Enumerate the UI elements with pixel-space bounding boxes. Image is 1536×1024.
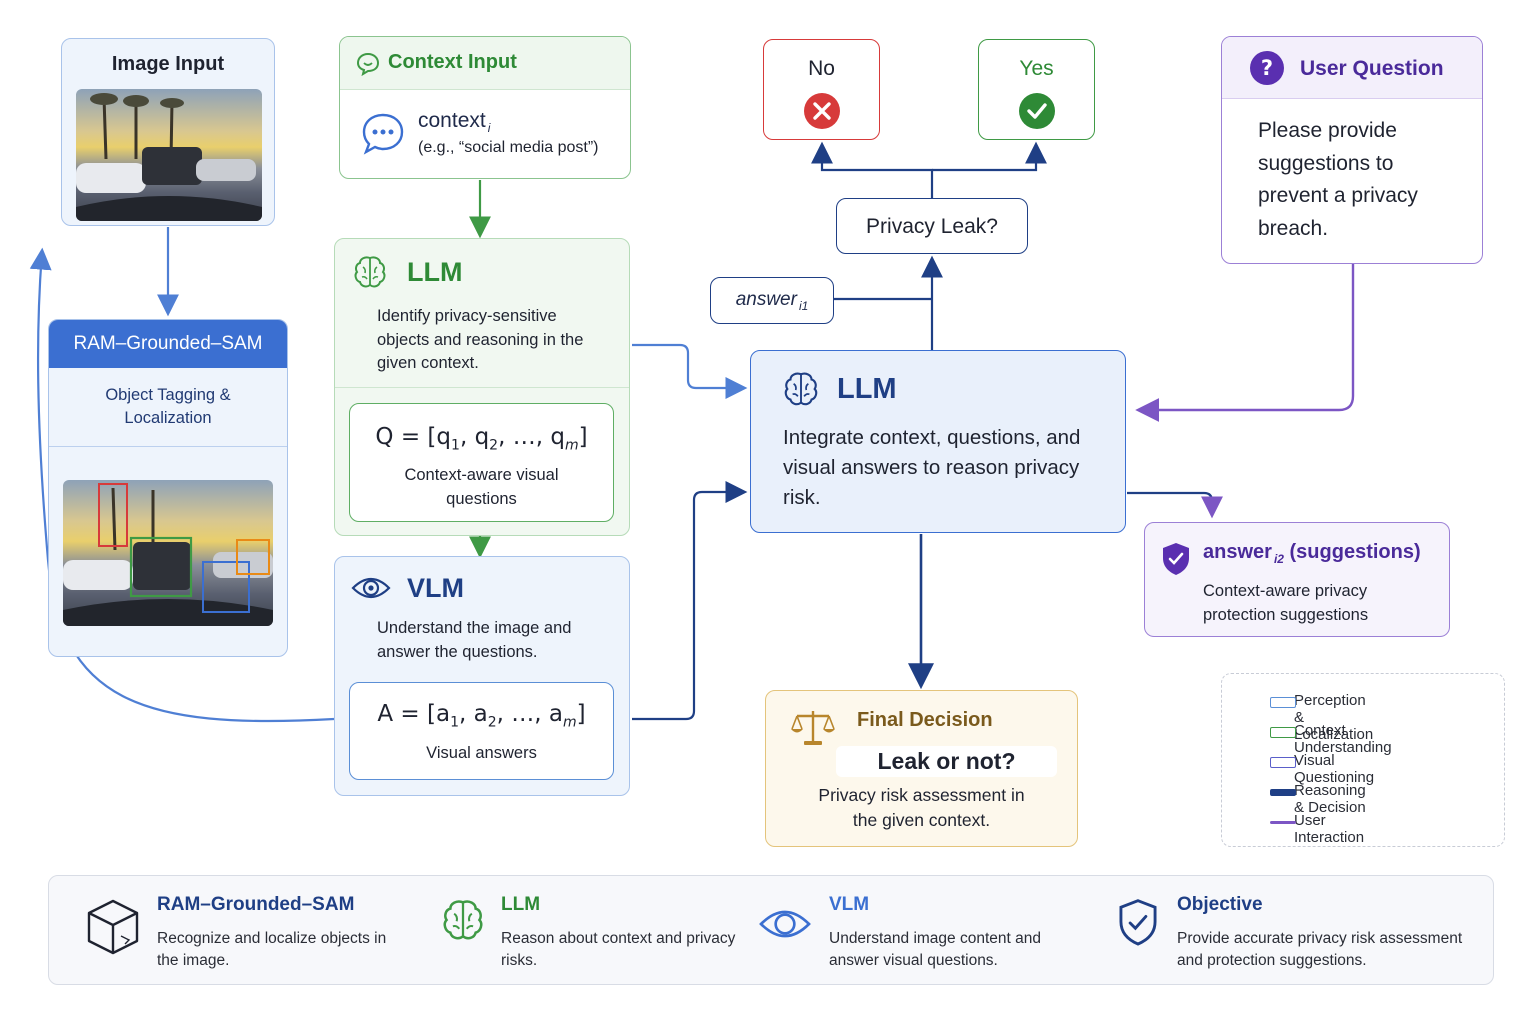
- edge-leak-to-no: [811, 141, 934, 198]
- answers-card: A = [a1, a2, …, am] Visual answers: [349, 682, 614, 780]
- legend-label: Visual Questioning: [1294, 752, 1375, 786]
- llm-reasoning-divider: [335, 387, 629, 388]
- summary-objective-title: Objective: [1177, 894, 1263, 915]
- summary-ram-desc: Recognize and localize objects in the im…: [157, 930, 387, 969]
- context-name: context: [418, 109, 486, 132]
- brain-icon: [784, 372, 818, 406]
- vlm-desc: Understand the image and answer the ques…: [377, 619, 572, 661]
- ram-divider: [49, 446, 287, 447]
- legend-swatch: [1270, 726, 1296, 738]
- llm-integration-desc: Integrate context, questions, and visual…: [783, 426, 1081, 509]
- final-decision-title: Final Decision: [857, 709, 993, 731]
- edge-llm1-to-llm2: [632, 343, 748, 399]
- tagged-photo: [63, 480, 273, 626]
- scales-icon: [791, 711, 835, 745]
- check-icon: [1019, 93, 1055, 129]
- cube-icon: [87, 899, 139, 955]
- ram-header: RAM–Grounded–SAM: [49, 320, 287, 368]
- questions-desc: Context-aware visual questions: [404, 466, 559, 508]
- brain-icon: [354, 256, 386, 288]
- llm-reasoning-title: LLM: [407, 257, 463, 287]
- bbox-blue: [202, 561, 250, 613]
- legend-swatch: [1270, 696, 1296, 708]
- context-input-title: Context Input: [388, 51, 517, 73]
- final-decision-question: Leak or not?: [836, 746, 1057, 777]
- answer2-desc: Context-aware privacy protection suggest…: [1203, 582, 1369, 624]
- legend-item: Context Understanding: [1270, 722, 1392, 756]
- context-subscript: i: [487, 121, 491, 135]
- privacy-leak-label: Privacy Leak?: [866, 215, 998, 238]
- summary-objective-desc: Provide accurate privacy risk assessment…: [1177, 930, 1463, 969]
- edge-user-to-llm2: [1135, 264, 1355, 422]
- questions-formula: Q = [q1, q2, …, qm]: [375, 424, 588, 454]
- legend-label: Perception & Localization: [1294, 692, 1374, 743]
- summary-llm-title: LLM: [501, 894, 541, 915]
- llm-integration-card: LLM Integrate context, questions, and vi…: [750, 350, 1126, 533]
- yes-label: Yes: [1019, 57, 1054, 80]
- component-summary-panel: RAM–Grounded–SAM Recognize and localize …: [48, 875, 1494, 985]
- chat-icon: [356, 52, 380, 77]
- summary-llm-desc: Reason about context and privacy risks.: [501, 930, 736, 969]
- shield-icon: [1163, 543, 1189, 575]
- decision-yes-card: Yes: [978, 39, 1095, 140]
- edge-answers-to-llm2: [632, 481, 748, 721]
- summary-vlm-desc: Understand image content and answer visu…: [829, 930, 1041, 969]
- ram-title: RAM–Grounded–SAM: [73, 333, 263, 354]
- vlm-title: VLM: [407, 573, 464, 603]
- legend-label: Context Understanding: [1294, 722, 1392, 756]
- legend-swatch: [1270, 788, 1296, 796]
- ram-description: Object Tagging & Localization: [105, 386, 231, 427]
- no-label: No: [808, 57, 835, 80]
- user-question-card: ? User Question Please provide suggestio…: [1221, 36, 1483, 264]
- legend-item: User Interaction: [1270, 812, 1365, 846]
- question-mark-icon: ?: [1250, 51, 1284, 85]
- privacy-leak-node: Privacy Leak?: [836, 198, 1028, 254]
- user-question-title: User Question: [1300, 57, 1444, 80]
- image-input-title: Image Input: [111, 53, 225, 75]
- bbox-green: [129, 536, 193, 598]
- legend-label: User Interaction: [1294, 812, 1365, 846]
- final-decision-card: Final Decision Leak or not? Privacy risk…: [765, 690, 1078, 847]
- legend-item: Perception & Localization: [1270, 692, 1374, 743]
- eye-icon: [759, 910, 811, 938]
- answers-desc: Visual answers: [426, 744, 537, 762]
- speech-bubble-icon: [362, 113, 404, 155]
- summary-vlm-title: VLM: [829, 894, 870, 915]
- cross-icon: [804, 93, 840, 129]
- ram-grounded-sam-card: RAM–Grounded–SAM Object Tagging & Locali…: [48, 319, 288, 657]
- llm-reasoning-desc: Identify privacy-sensitive objects and r…: [377, 307, 584, 372]
- brain-icon: [443, 900, 483, 940]
- svg-text:?: ?: [1261, 56, 1273, 80]
- final-decision-desc: Privacy risk assessment in the given con…: [818, 785, 1025, 830]
- context-example: (e.g., “social media post”): [418, 139, 599, 156]
- legend-label: Reasoning & Decision: [1294, 782, 1366, 816]
- summary-ram-title: RAM–Grounded–SAM: [157, 894, 355, 915]
- shield-icon: [1119, 899, 1157, 946]
- edge-llm2-to-answer2: [1127, 491, 1223, 519]
- context-header: [340, 37, 630, 90]
- legend-item: Reasoning & Decision: [1270, 782, 1366, 816]
- legend-swatch: [1270, 820, 1296, 824]
- bbox-red: [98, 483, 128, 547]
- decision-no-card: No: [763, 39, 880, 140]
- user-question-text: Please provide suggestions to prevent a …: [1258, 119, 1418, 240]
- street-photo: [76, 89, 262, 221]
- answers-formula: A = [a1, a2, …, am]: [377, 701, 586, 731]
- eye-icon: [351, 577, 391, 599]
- bbox-orange: [236, 539, 270, 575]
- questions-card: Q = [q1, q2, …, qm] Context-aware visual…: [349, 403, 614, 522]
- legend-item: Visual Questioning: [1270, 752, 1375, 786]
- llm-integration-title: LLM: [837, 373, 897, 405]
- edge-leak-to-yes: [932, 141, 1047, 172]
- legend-swatch: [1270, 756, 1296, 768]
- image-input-card: Image Input: [61, 38, 275, 226]
